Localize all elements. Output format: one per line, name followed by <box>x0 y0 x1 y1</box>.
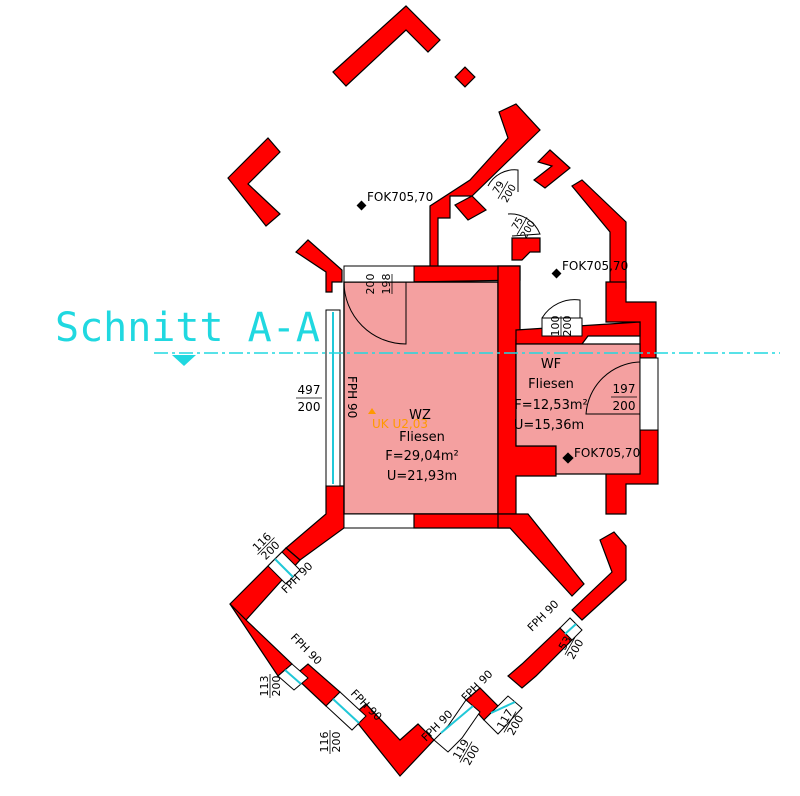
wall-fragment-top-v <box>332 5 441 87</box>
svg-text:197: 197 <box>613 382 636 396</box>
svg-text:FOK705,70: FOK705,70 <box>562 259 628 273</box>
svg-text:53: 53 <box>556 634 574 653</box>
wf-window-frame <box>639 357 659 431</box>
wall-fragment-left-v <box>227 137 281 227</box>
svg-text:200: 200 <box>270 676 283 697</box>
wz-bottom-opening <box>343 513 415 529</box>
svg-text:FOK705,70: FOK705,70 <box>574 446 640 460</box>
bay-w3-dim: 116 200 <box>318 730 343 754</box>
svg-text:200: 200 <box>613 399 636 413</box>
svg-text:200: 200 <box>364 274 377 295</box>
bay-w2-dim: 113 200 <box>258 674 283 698</box>
wz-code: WZ <box>409 408 431 423</box>
wf-window-dim: 197 200 <box>611 382 637 413</box>
wf-code: WF <box>541 357 561 372</box>
section-arrow <box>172 355 196 366</box>
wz-floor: Fliesen <box>399 430 445 445</box>
svg-text:497: 497 <box>298 383 321 397</box>
svg-text:113: 113 <box>258 676 271 697</box>
wall-stair-mid <box>454 195 487 221</box>
wz-door-dim: 198 200 <box>364 274 393 295</box>
bay-w6-label: FPH 90 <box>525 598 562 635</box>
stair-door1-swing <box>487 169 519 192</box>
fok-marker-mid: FOK705,70 <box>551 259 628 279</box>
bay-window-4 <box>433 699 481 753</box>
wz-window-label: FPH 90 <box>345 376 359 418</box>
room-wf <box>515 343 641 475</box>
stair-door2-swing <box>507 213 541 237</box>
fok-marker-top: FOK705,70 <box>356 190 433 211</box>
wf-door-swing <box>541 299 581 319</box>
wz-perimeter: U=21,93m <box>387 469 457 484</box>
wall-bay-bottom-mid <box>351 703 435 777</box>
section-label: Schnitt A-A <box>55 305 320 351</box>
bay-window-6 <box>559 617 583 641</box>
bay-window-5 <box>483 695 523 735</box>
wz-door-swing <box>343 281 407 345</box>
wall-left-lower <box>285 485 345 561</box>
wz-area: F=29,04m² <box>385 449 458 464</box>
wf-door-dim: 100 200 <box>549 316 574 337</box>
bay-window-2 <box>277 663 309 691</box>
wall-wz-bottom <box>413 513 513 529</box>
wf-window-swing <box>585 361 641 415</box>
svg-text:116: 116 <box>318 732 331 753</box>
wz-marker: UK U2,03 <box>372 417 428 431</box>
wall-left-diag <box>295 239 343 293</box>
wz-door-opening <box>343 265 415 283</box>
bay-window-3 <box>325 691 367 731</box>
svg-text:FOK705,70: FOK705,70 <box>367 190 433 204</box>
wall-right-lower <box>571 531 627 621</box>
wf-floor: Fliesen <box>528 377 574 392</box>
wf-area: F=12,53m² <box>514 398 587 413</box>
svg-text:200: 200 <box>561 316 574 337</box>
bay-w2-label: FPH 90 <box>288 631 325 668</box>
svg-text:200: 200 <box>330 732 343 753</box>
wall-fragment-small <box>454 66 476 88</box>
wall-stair-right <box>533 149 571 189</box>
wz-marker-triangle <box>368 408 376 414</box>
wz-window-dim: 497 200 <box>296 383 322 414</box>
wall-bay-left-lower <box>229 603 293 677</box>
wall-stair-left <box>429 103 541 271</box>
stair-door1-dim: 79 200 <box>491 179 519 204</box>
wf-perimeter: U=15,36m <box>514 418 584 433</box>
fok-marker-wf: FOK705,70 <box>562 446 640 464</box>
svg-text:100: 100 <box>549 316 562 337</box>
svg-text:198: 198 <box>380 274 393 295</box>
bay-window-1 <box>267 551 301 585</box>
svg-text:200: 200 <box>298 400 321 414</box>
wall-wz-to-bay <box>497 513 585 597</box>
wall-stair-lower <box>511 237 541 261</box>
wf-door-opening <box>541 317 583 337</box>
